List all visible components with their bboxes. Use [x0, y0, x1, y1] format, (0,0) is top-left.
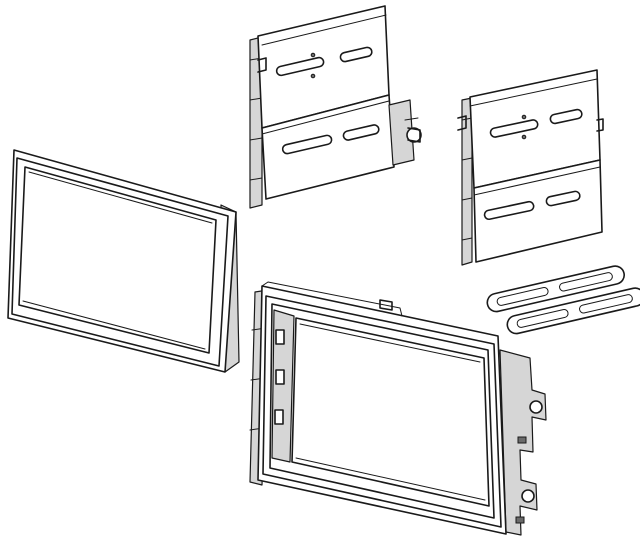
- spacer-strip-2: [506, 287, 640, 335]
- spacer-strip-1: [486, 265, 625, 313]
- bezel-screen-opening: [18, 166, 217, 354]
- trim-bezel: [7, 149, 240, 373]
- bracket2-lower-slot-2: [545, 190, 581, 207]
- bracket-upper-slot-2: [339, 46, 373, 63]
- bracket2-upper-slot-2: [549, 108, 583, 125]
- bracket-spacer-strips: [486, 265, 640, 335]
- housing-ear-hole-2: [521, 489, 535, 503]
- left-mounting-bracket: [249, 5, 422, 209]
- bracket-clip-icon: [406, 127, 422, 143]
- bracket2-lower-slot-1: [483, 200, 535, 221]
- bracket-lower-slot-2: [342, 124, 380, 141]
- bracket2-upper-slot-1: [489, 119, 539, 138]
- bracket2-lower-plate: [473, 159, 603, 263]
- right-mounting-bracket: [457, 69, 604, 266]
- bracket-lower-plate: [261, 94, 395, 200]
- housing-ear-hole-1: [529, 400, 543, 414]
- housing-radio-opening: [291, 317, 490, 507]
- bracket-side-tab: [388, 99, 415, 166]
- bracket-upper-slot-1: [275, 56, 325, 77]
- bezel-lip: [11, 157, 229, 367]
- housing-frame-inner-edge: [269, 303, 495, 519]
- bracket2-left-spine: [461, 97, 473, 266]
- bracket-lower-slot-1: [281, 134, 333, 155]
- housing-frame-lip: [262, 295, 502, 528]
- main-dash-kit-housing: [249, 281, 547, 536]
